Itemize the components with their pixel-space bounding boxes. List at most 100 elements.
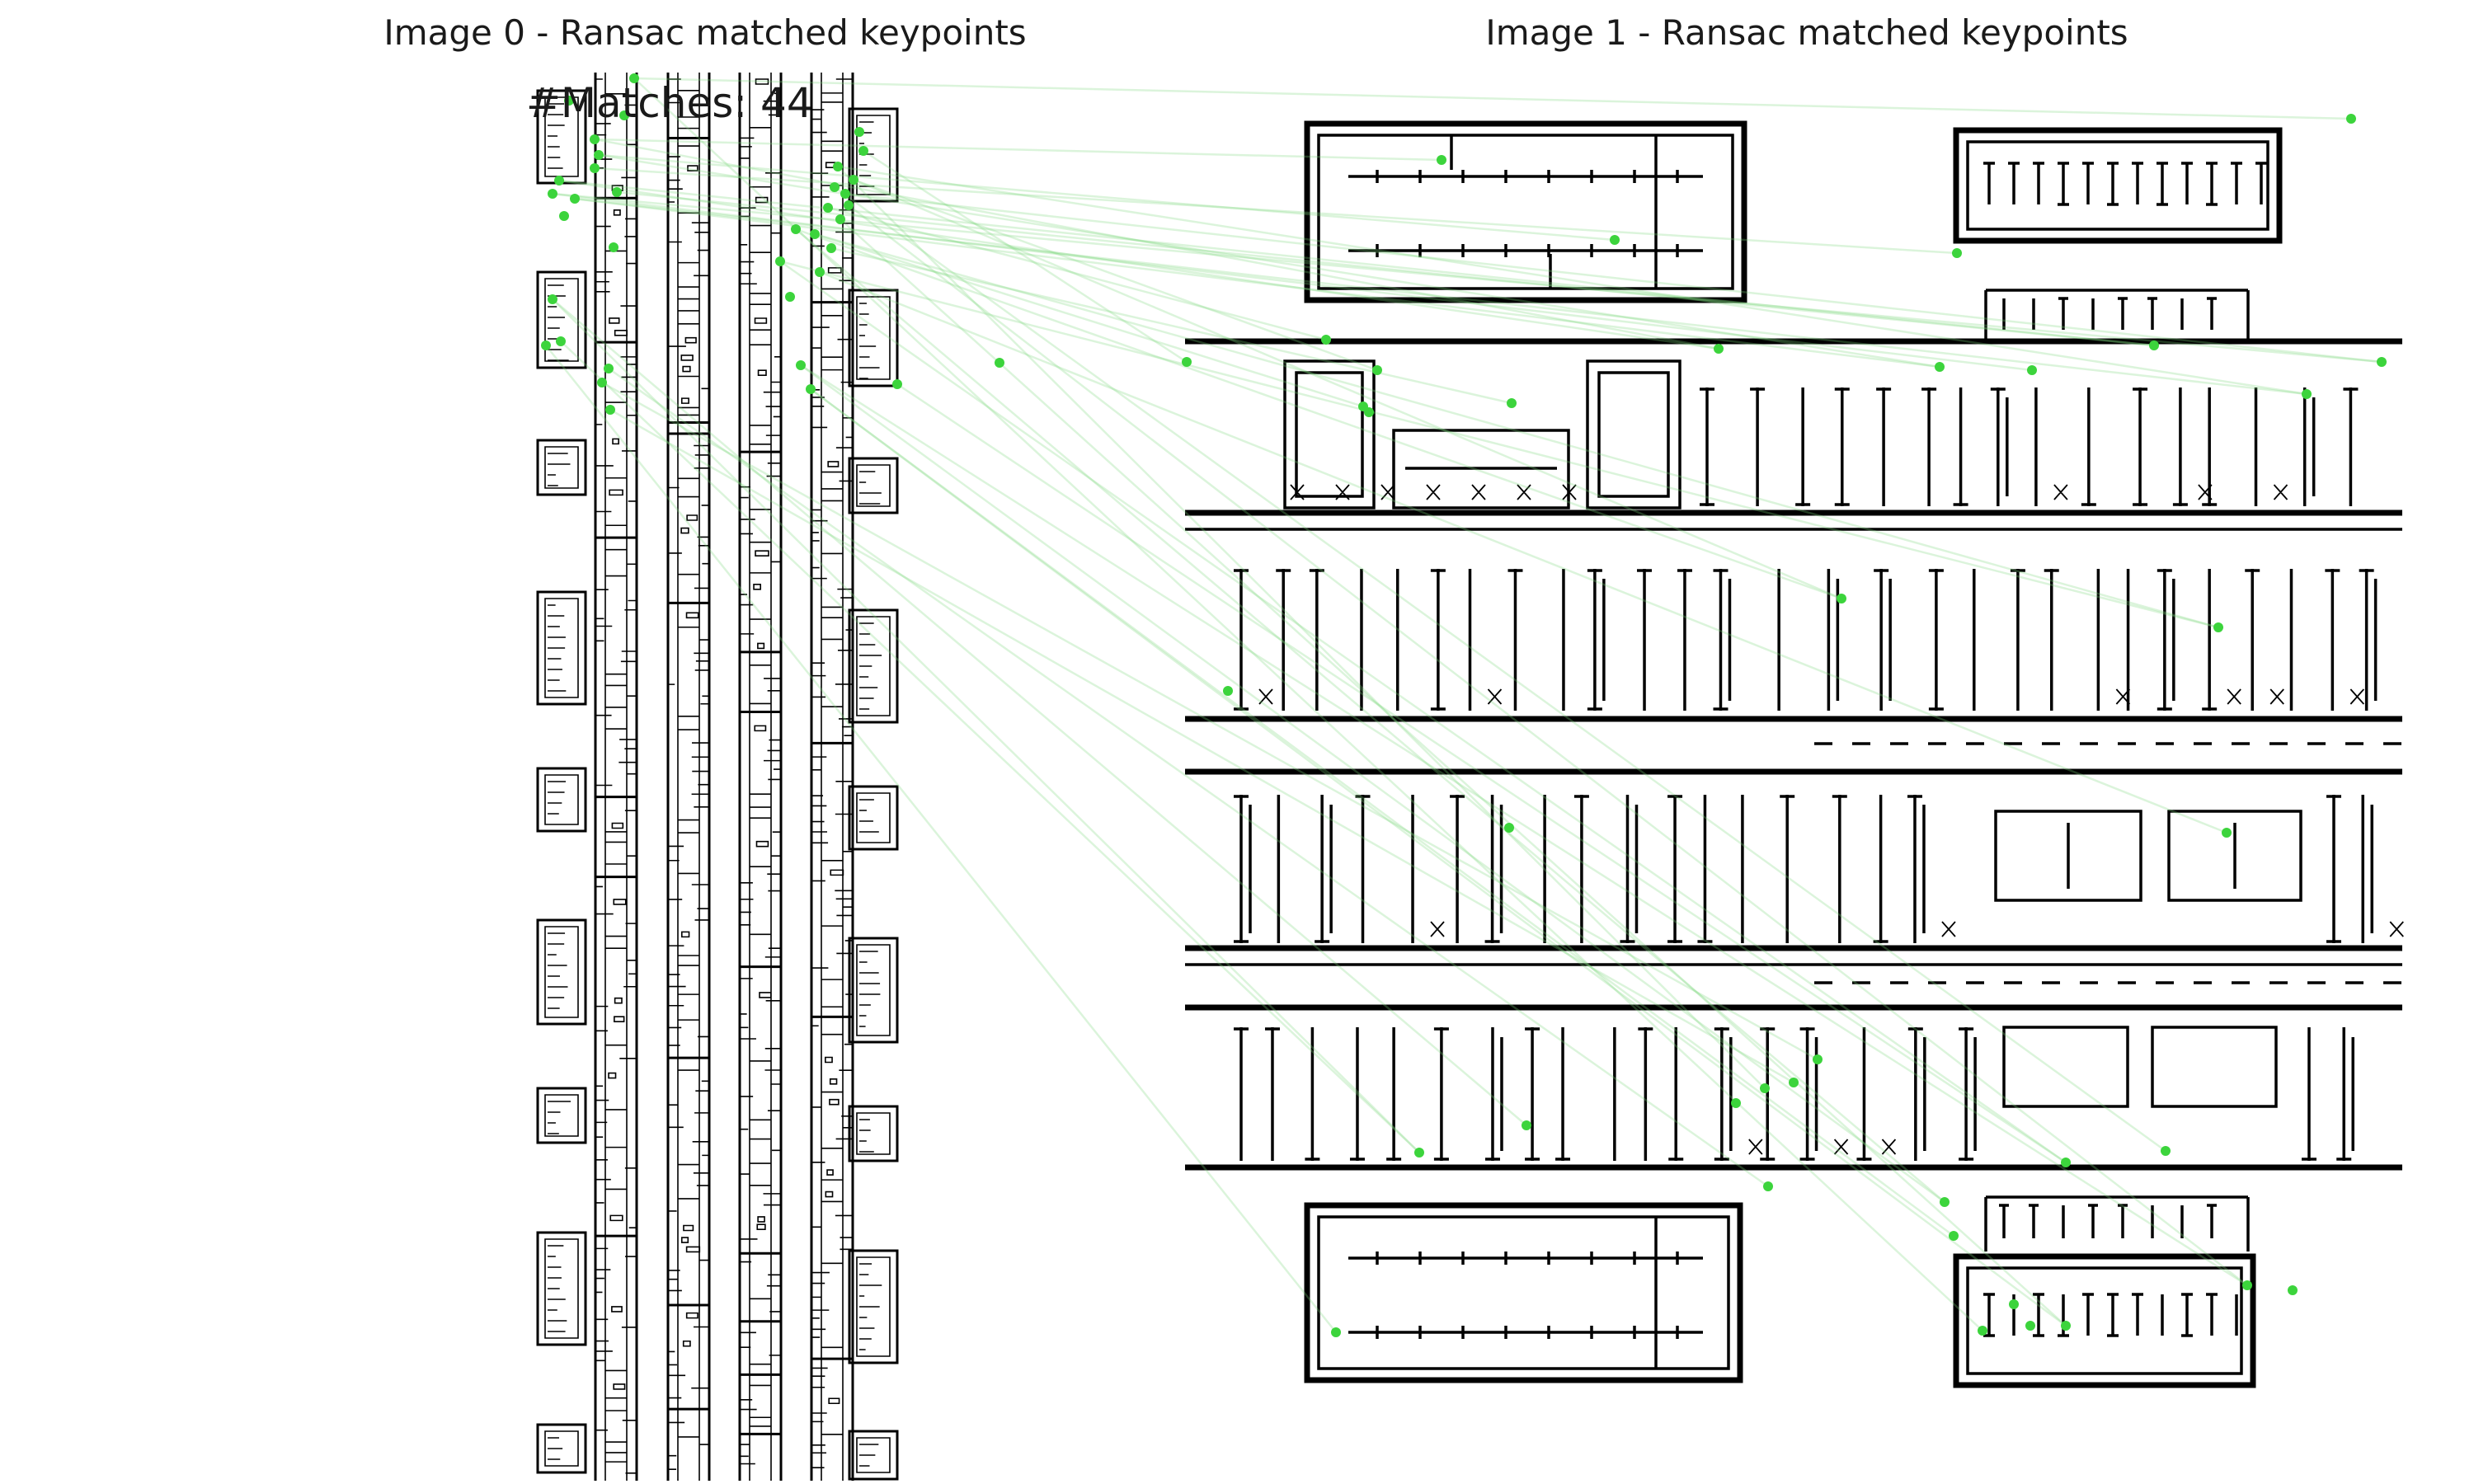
- match-line: [616, 190, 2155, 347]
- keypoint-dot: [2377, 357, 2387, 367]
- keypoint-dot: [1223, 686, 1233, 696]
- keypoint-dot: [564, 96, 574, 106]
- match-line: [545, 345, 1337, 1333]
- image0-keypoints: [541, 73, 902, 415]
- keypoint-dot: [1952, 248, 1962, 258]
- keypoint-dot: [619, 110, 629, 120]
- match-line: [633, 77, 2352, 120]
- keypoint-dot: [1978, 1326, 1987, 1336]
- keypoint-dot: [2009, 1299, 2019, 1309]
- keypoint-dot: [854, 127, 864, 137]
- match-line: [814, 232, 2219, 629]
- match-line: [840, 218, 2067, 1327]
- match-line: [834, 186, 2166, 1153]
- match-line: [594, 138, 1442, 162]
- keypoint-dot: [892, 379, 902, 389]
- keypoint-dot: [1522, 1120, 1531, 1130]
- keypoint-dot: [849, 175, 858, 185]
- keypoint-dot: [559, 211, 569, 221]
- matches-count-label: #Matches: 44: [526, 79, 813, 127]
- keypoint-dot: [1414, 1148, 1424, 1158]
- match-line: [814, 232, 1364, 408]
- match-line: [609, 408, 1794, 1084]
- image0-drawing: [536, 73, 899, 1481]
- keypoint-dot: [1331, 1327, 1341, 1337]
- keypoint-dot: [1763, 1181, 1773, 1191]
- keypoint-dot: [835, 214, 845, 224]
- keypoint-dot: [2061, 1321, 2071, 1331]
- keypoint-dot: [594, 150, 604, 160]
- keypoint-dot: [775, 256, 785, 266]
- match-line: [810, 387, 2067, 1327]
- keypoint-dot: [1789, 1078, 1799, 1087]
- keypoint-dot: [826, 243, 836, 253]
- keypoint-dot: [570, 194, 580, 204]
- match-line: [795, 228, 1842, 600]
- match-line: [795, 228, 1945, 1203]
- match-line: [863, 149, 1188, 364]
- match-line: [574, 197, 2307, 396]
- match-line: [594, 138, 1719, 350]
- keypoint-dot: [1731, 1098, 1741, 1108]
- keypoint-dot: [830, 182, 840, 192]
- keypoint-dot: [605, 405, 615, 415]
- keypoint-dot: [844, 200, 854, 210]
- match-line: [853, 178, 1842, 600]
- match-line: [558, 179, 2155, 347]
- match-line: [552, 192, 2033, 372]
- keypoint-dot: [1949, 1231, 1959, 1241]
- keypoint-dot: [995, 358, 1004, 368]
- keypoint-dot: [810, 229, 820, 239]
- image1-title: Image 1 - Ransac matched keypoints: [1485, 12, 2128, 53]
- keypoint-dot: [629, 73, 639, 83]
- match-line: [779, 260, 2219, 629]
- match-line: [810, 387, 1954, 1237]
- image0-title: Image 0 - Ransac matched keypoints: [383, 12, 1026, 53]
- match-line: [779, 260, 2067, 1164]
- keypoint-dot: [823, 203, 833, 213]
- keypoint-dot: [2161, 1146, 2171, 1156]
- keypoint-dot: [2213, 622, 2223, 632]
- keypoint-dot: [2288, 1285, 2298, 1295]
- keypoint-dot: [541, 340, 551, 350]
- match-line: [819, 270, 2227, 834]
- keypoint-dot: [2222, 828, 2232, 838]
- keypoint-dot: [791, 224, 801, 234]
- keypoint-dot: [2061, 1158, 2071, 1167]
- match-lines: [545, 77, 2382, 1333]
- keypoint-dot: [548, 189, 557, 199]
- keypoint-dot: [548, 294, 557, 304]
- match-line: [853, 178, 1378, 372]
- keypoint-dot: [2346, 114, 2356, 124]
- keypoint-dot: [815, 267, 825, 277]
- match-line: [608, 367, 1769, 1188]
- keypoint-dot: [1504, 823, 1514, 833]
- keypoint-dot: [1610, 235, 1620, 245]
- match-line: [594, 167, 1958, 255]
- keypoint-dot: [604, 364, 614, 373]
- keypoint-dot: [806, 384, 816, 394]
- keypoint-dot: [1507, 398, 1517, 408]
- keypoint-dot: [785, 292, 795, 302]
- keypoint-dot: [1437, 155, 1446, 165]
- match-line: [552, 298, 1527, 1126]
- keypoint-dot: [609, 242, 618, 252]
- keypoint-dot: [597, 378, 607, 387]
- keypoint-dot: [1940, 1197, 1950, 1207]
- keypoint-dot: [796, 360, 806, 370]
- keypoint-dot: [556, 336, 566, 346]
- keypoint-dot: [554, 176, 564, 186]
- keypoint-dot: [1321, 335, 1331, 345]
- image1-drawing: [1185, 120, 2404, 1388]
- keypoint-dot: [612, 187, 622, 197]
- match-line: [800, 364, 1945, 1204]
- keypoint-dot: [2025, 1321, 2035, 1331]
- match-line: [552, 192, 2382, 364]
- keypoint-dot: [2302, 389, 2312, 399]
- keypoint-dot: [1364, 407, 1374, 417]
- match-line: [560, 340, 1420, 1153]
- keypoint-dot: [2242, 1280, 2252, 1290]
- keypoint-dot: [840, 189, 850, 199]
- keypoint-dot: [1182, 357, 1192, 367]
